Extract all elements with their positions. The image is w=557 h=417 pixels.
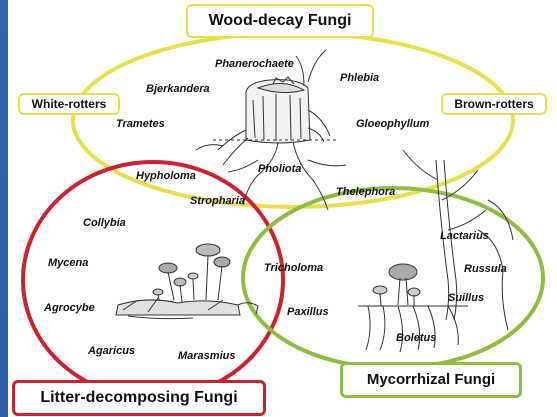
species-gloeophyllum: Gloeophyllum (356, 118, 429, 130)
species-collybia: Collybia (83, 217, 126, 229)
species-marasmius: Marasmius (178, 350, 235, 362)
white-rotters-label: White-rotters (18, 93, 120, 115)
species-stropharia: Stropharia (190, 195, 245, 207)
species-phanerochaete: Phanerochaete (215, 58, 294, 70)
species-pholiota: Pholiota (258, 163, 301, 175)
species-lactarius: Lactarius (440, 230, 489, 242)
species-paxillus: Paxillus (287, 306, 329, 318)
species-trametes: Trametes (116, 118, 165, 130)
species-thelephora: Thelephora (336, 186, 395, 198)
species-tricholoma: Tricholoma (264, 262, 323, 274)
species-hypholoma: Hypholoma (136, 170, 196, 182)
species-boletus: Boletus (396, 332, 436, 344)
wood-decay-label: Wood-decay Fungi (186, 4, 374, 38)
diagram-canvas: Wood-decay Fungi White-rotters Brown-rot… (8, 0, 557, 417)
litter-decomposing-label: Litter-decomposing Fungi (12, 380, 266, 416)
species-mycena: Mycena (48, 257, 88, 269)
mycorrhizal-label: Mycorrhizal Fungi (340, 362, 522, 398)
species-russula: Russula (464, 263, 507, 275)
species-bjerkandera: Bjerkandera (146, 83, 210, 95)
litter-mushroom-illustration (116, 244, 258, 319)
species-agaricus: Agaricus (88, 345, 135, 357)
species-suillus: Suillus (448, 292, 484, 304)
species-agrocybe: Agrocybe (44, 302, 95, 314)
brown-rotters-label: Brown-rotters (441, 93, 547, 115)
tree-stump-illustration (196, 50, 346, 210)
mycorrhizal-tree-illustration (358, 150, 513, 352)
species-phlebia: Phlebia (340, 72, 379, 84)
